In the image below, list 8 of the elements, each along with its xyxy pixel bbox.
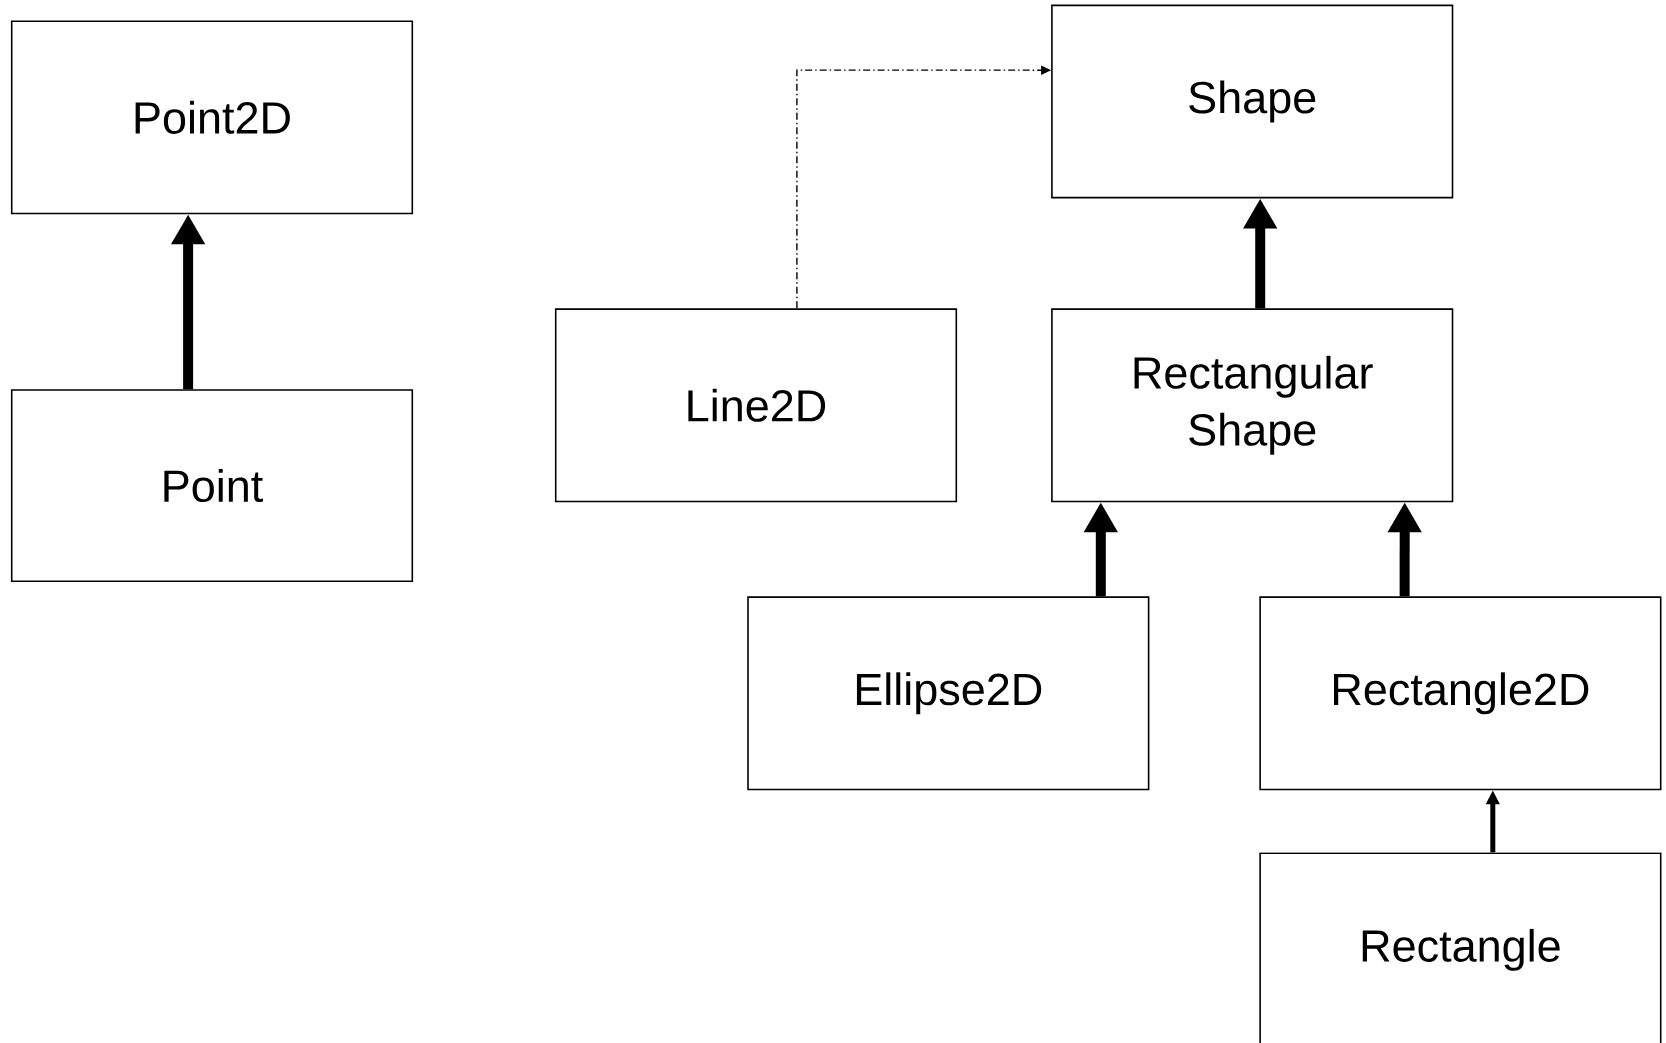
class-box: Ellipse2D: [747, 596, 1150, 791]
class-box: Rectangle: [1259, 852, 1662, 1043]
class-box: Shape: [1051, 4, 1454, 199]
class-box: Point2D: [10, 20, 414, 215]
class-box: Line2D: [554, 308, 958, 503]
class-box: Point: [10, 389, 414, 582]
class-box: Rectangular Shape: [1051, 308, 1454, 503]
class-box: Rectangle2D: [1259, 596, 1662, 791]
